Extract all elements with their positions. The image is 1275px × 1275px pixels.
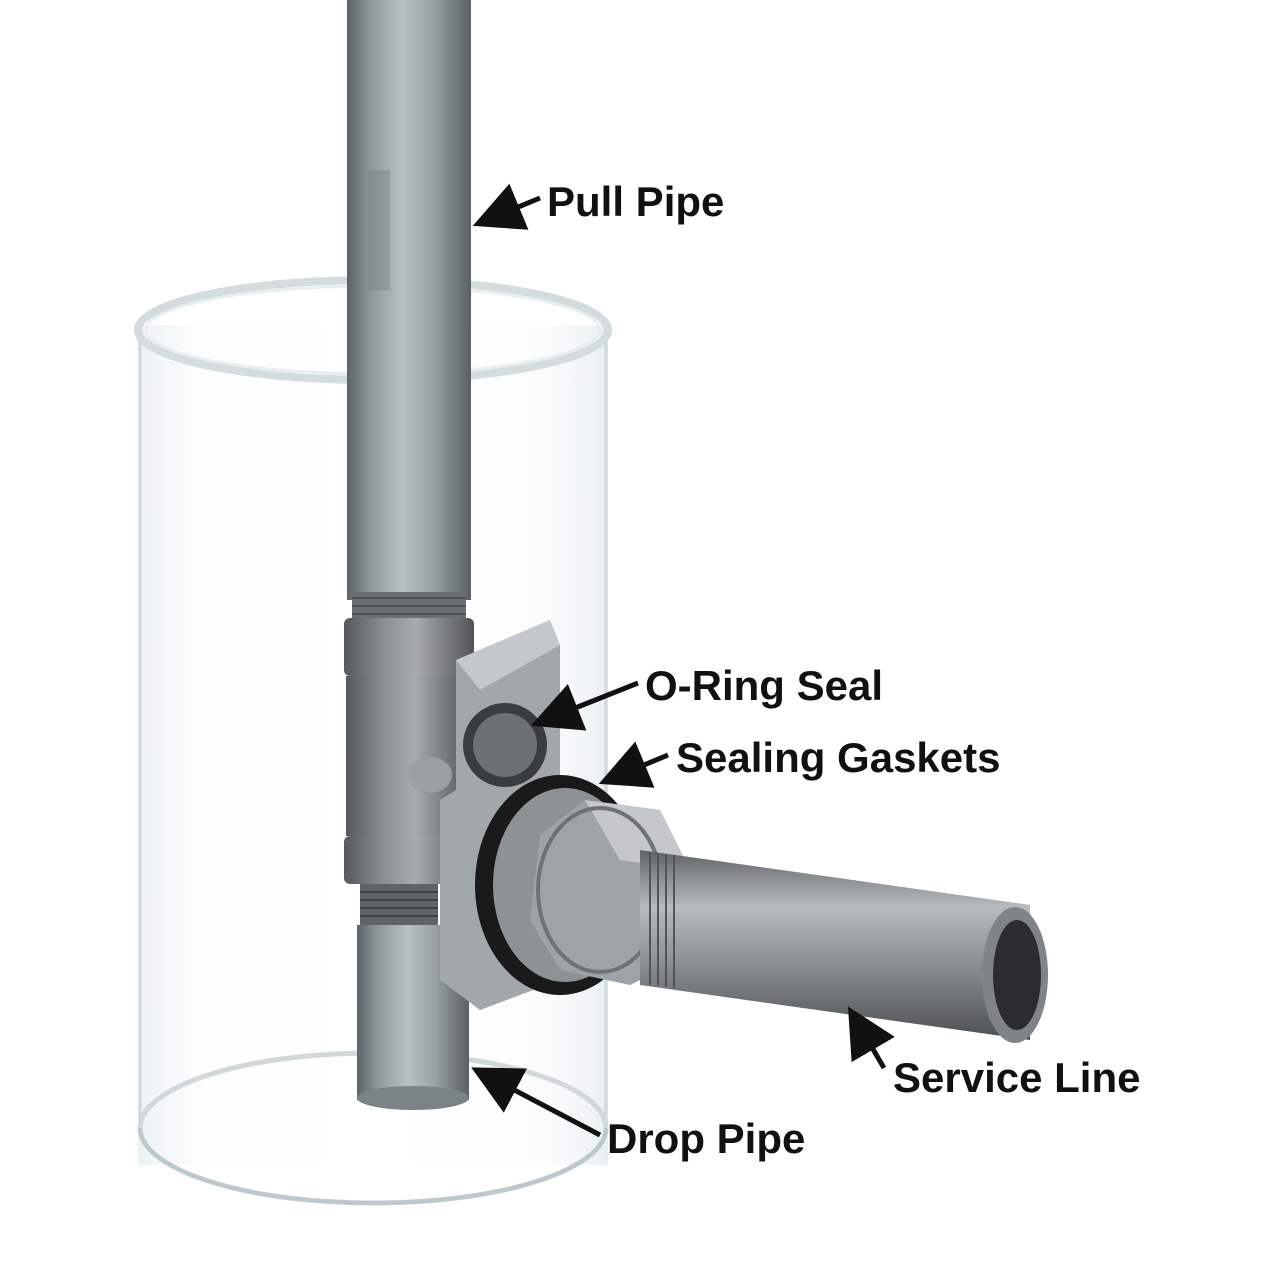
service-line-pipe: [640, 850, 1048, 1043]
service-line-label: Service Line: [893, 1054, 1141, 1101]
pull-pipe-arrow: [472, 183, 541, 230]
drop-pipe-label: Drop Pipe: [607, 1115, 806, 1162]
o-ring-seal-label: O-Ring Seal: [645, 662, 884, 709]
o-ring-arrow: [530, 680, 639, 731]
callout-arrows: [471, 183, 895, 1138]
sealing-gaskets-arrow: [598, 741, 669, 788]
service-line-arrow: [847, 1006, 895, 1070]
sealing-gaskets-label: Sealing Gaskets: [676, 734, 1001, 781]
drop-pipe-arrow: [471, 1067, 602, 1138]
pull-pipe-label: Pull Pipe: [547, 178, 725, 225]
pull-pipe: [347, 0, 471, 636]
